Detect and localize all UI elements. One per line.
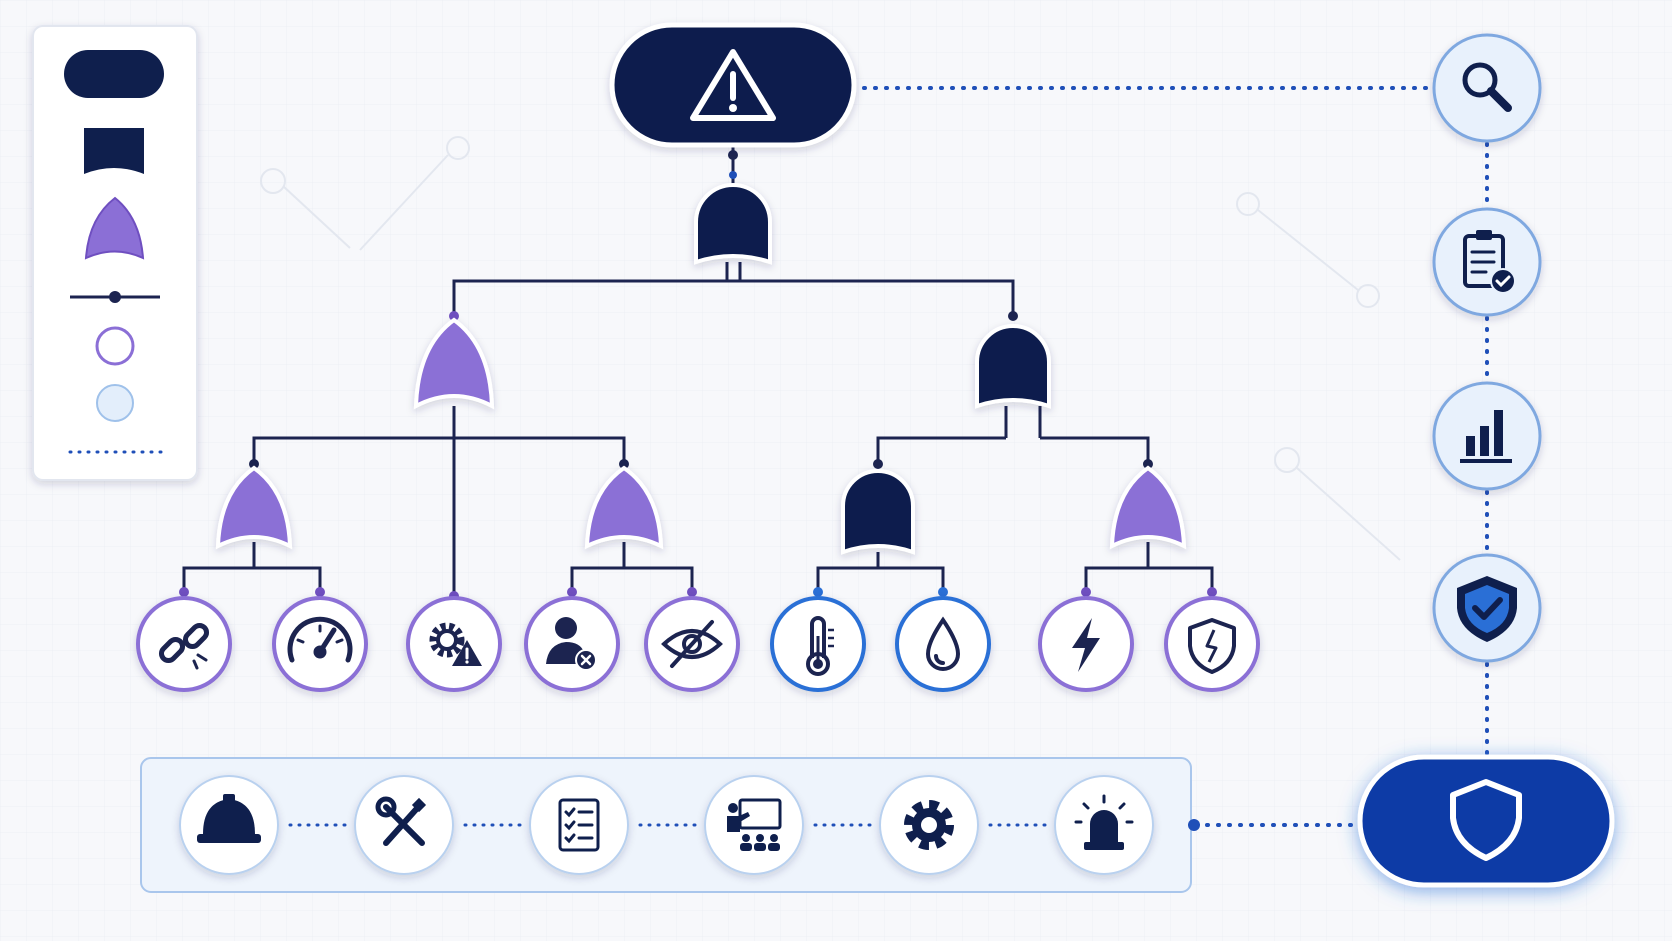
review-shield-check[interactable] — [1432, 553, 1542, 663]
broken-link-icon — [158, 622, 210, 670]
legend-basic-event-circle — [95, 326, 135, 366]
basic-event-cracked-shield[interactable] — [1164, 596, 1260, 692]
legend-or-gate-shape — [84, 196, 145, 260]
clipboard-check-icon — [1463, 230, 1516, 294]
training-icon — [727, 798, 782, 851]
hard-hat-icon — [197, 794, 261, 843]
left-or-gate[interactable] — [413, 317, 495, 410]
environment-and-gate[interactable] — [841, 469, 915, 555]
basic-event-water-drop[interactable] — [895, 596, 991, 692]
mitigation-alarm-light[interactable] — [1054, 775, 1154, 875]
dotted-links — [862, 86, 1489, 827]
basic-events — [136, 596, 1260, 692]
water-drop-icon — [925, 616, 961, 671]
legend-intermediate-event-shape — [84, 128, 144, 174]
left-sub-or-gate[interactable] — [215, 465, 293, 550]
thermometer-icon — [806, 616, 834, 676]
power-or-gate[interactable] — [1109, 465, 1187, 550]
basic-event-lightning[interactable] — [1038, 596, 1134, 692]
outcome-node[interactable] — [1357, 754, 1615, 888]
basic-event-gear-warning[interactable] — [406, 596, 502, 692]
gear-warning-icon — [429, 622, 482, 666]
basic-event-gauge[interactable] — [272, 596, 368, 692]
gauge-icon — [287, 616, 353, 663]
review-magnifier[interactable] — [1432, 33, 1542, 143]
middle-sub-or-gate[interactable] — [584, 465, 664, 550]
legend-panel — [32, 25, 198, 481]
legend-undeveloped-event-circle — [96, 384, 134, 422]
cracked-shield-icon — [1188, 618, 1236, 674]
top-and-gate[interactable] — [694, 183, 772, 265]
top-event[interactable] — [609, 22, 857, 148]
tree-connectors — [182, 145, 1214, 600]
shield-check-icon — [1457, 576, 1517, 642]
mitigation-training[interactable] — [704, 775, 804, 875]
background-network-decoration — [260, 136, 1401, 561]
legend-connector-line — [70, 291, 160, 303]
alarm-light-icon — [1074, 794, 1134, 850]
review-clipboard-check[interactable] — [1432, 207, 1542, 317]
basic-event-hidden-eye[interactable] — [644, 596, 740, 692]
review-steps — [1432, 33, 1542, 663]
mitigation-checklist[interactable] — [529, 775, 629, 875]
shield-icon — [1450, 779, 1522, 861]
mitigation-panel — [140, 757, 1192, 893]
mitigation-tools[interactable] — [354, 775, 454, 875]
tools-icon — [375, 796, 427, 846]
magnifier-icon — [1462, 62, 1512, 112]
warning-triangle-icon — [690, 49, 776, 121]
checklist-icon — [558, 798, 600, 852]
basic-event-user-error[interactable] — [524, 596, 620, 692]
basic-event-thermometer[interactable] — [770, 596, 866, 692]
lightning-icon — [1072, 618, 1100, 672]
mitigation-gear[interactable] — [879, 775, 979, 875]
mitigation-hard-hat[interactable] — [179, 775, 279, 875]
basic-event-broken-link[interactable] — [136, 596, 232, 692]
bar-chart-icon — [1460, 410, 1512, 463]
legend-top-event-shape — [64, 50, 164, 98]
user-error-icon — [546, 617, 597, 671]
gear-icon — [904, 800, 954, 850]
review-bar-chart[interactable] — [1432, 381, 1542, 491]
right-and-gate[interactable] — [975, 324, 1051, 409]
hidden-eye-icon — [661, 620, 723, 668]
